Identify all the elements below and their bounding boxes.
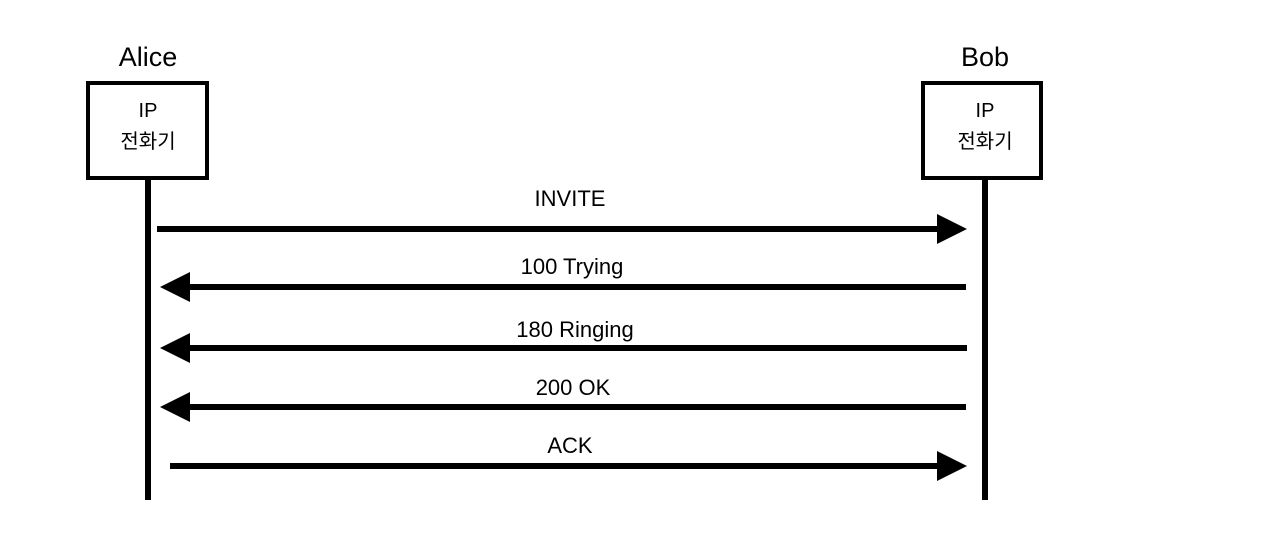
actor-bob-box[interactable] xyxy=(921,81,1043,180)
message-ringing-180[interactable]: 180 Ringing xyxy=(160,317,967,363)
message-ok-200[interactable]: 200 OK xyxy=(160,375,966,422)
message-invite[interactable]: INVITE xyxy=(157,186,967,244)
arrowhead-left-icon xyxy=(160,392,190,422)
actor-alice-name: Alice xyxy=(119,42,178,72)
actor-bob-name: Bob xyxy=(961,42,1009,72)
message-ack[interactable]: ACK xyxy=(170,433,967,481)
arrowhead-left-icon xyxy=(160,272,190,302)
message-ringing-180-label: 180 Ringing xyxy=(516,317,633,342)
actor-alice-box-line2: 전화기 xyxy=(120,130,175,153)
message-invite-label: INVITE xyxy=(535,186,606,211)
actor-alice-box-line1: IP xyxy=(139,100,158,122)
arrowhead-left-icon xyxy=(160,333,190,363)
message-trying-100-label: 100 Trying xyxy=(521,254,624,279)
actor-bob[interactable]: Bob IP 전화기 xyxy=(921,42,1043,500)
message-trying-100[interactable]: 100 Trying xyxy=(160,254,966,302)
arrowhead-right-icon xyxy=(937,451,967,481)
actor-alice[interactable]: Alice IP 전화기 xyxy=(86,42,209,500)
actor-bob-box-line2: 전화기 xyxy=(957,130,1012,153)
actor-bob-box-line1: IP xyxy=(976,100,995,122)
message-ack-label: ACK xyxy=(547,433,593,458)
arrowhead-right-icon xyxy=(937,214,967,244)
message-ok-200-label: 200 OK xyxy=(536,375,611,400)
